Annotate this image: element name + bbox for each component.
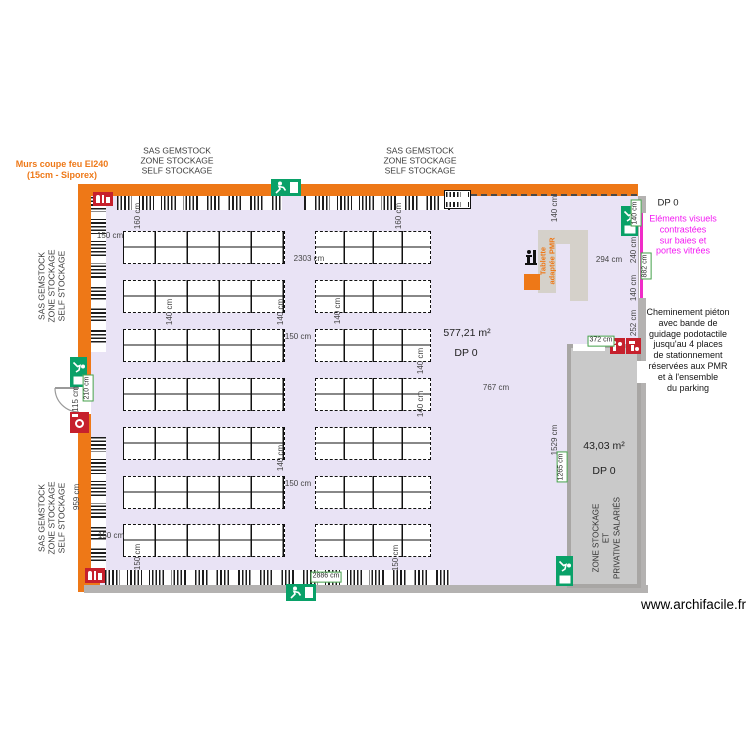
storage-row[interactable]	[315, 378, 431, 411]
pmr-path-note: Cheminement piéton avec bande de guidage…	[646, 306, 730, 393]
double-locker-bottom-strip	[446, 202, 469, 207]
left-wall-lockers-lower[interactable]	[91, 437, 106, 570]
manual-call-point-icon	[626, 338, 641, 354]
right-wall	[638, 196, 646, 593]
pmr-table-square[interactable]	[524, 274, 540, 290]
zone-label-top-right: SAS GEMSTOCK ZONE STOCKAGE SELF STOCKAGE	[383, 145, 457, 177]
staff-area-value: 43,03 m²	[583, 440, 625, 452]
staff-zone-right-slot	[637, 361, 646, 383]
dimension-label: 140 cm	[416, 390, 425, 418]
storage-row[interactable]	[315, 524, 431, 557]
storage-row[interactable]	[315, 329, 431, 362]
pmr-corridor-left-leg[interactable]	[538, 230, 556, 293]
bottom-wall-lockers[interactable]	[105, 570, 450, 585]
storage-row[interactable]	[123, 329, 285, 362]
dimension-badge: 210 cm	[82, 374, 94, 402]
double-locker-box[interactable]	[444, 190, 471, 209]
bottom-shadow	[84, 585, 648, 593]
fire-extinguisher-icon[interactable]	[85, 568, 105, 583]
zone-label-left-lower: SAS GEMSTOCK ZONE STOCKAGE SELF STOCKAGE	[36, 481, 68, 555]
dimension-label: 150 cm	[284, 332, 312, 341]
top-dashed-wall-line	[471, 194, 637, 196]
dimension-badge: 2886 cm	[310, 571, 342, 583]
dimension-label: 140 cm	[276, 444, 285, 472]
dimension-label: 294 cm	[595, 255, 623, 264]
watermark: www.archifacile.fr	[640, 597, 746, 612]
main-dp-label: DP 0	[454, 347, 478, 359]
storage-row[interactable]	[123, 378, 285, 411]
double-locker-top-strip	[446, 192, 469, 197]
exit-sign-icon[interactable]	[286, 584, 316, 601]
dimension-label: 150 cm	[284, 479, 312, 488]
pmr-corridor-right-leg[interactable]	[570, 244, 588, 301]
staff-zone-name: ZONE STOCKAGE ET PRIVATIVE SALARIÉS	[591, 497, 622, 579]
storage-row[interactable]	[123, 231, 285, 264]
dimension-label: 150 cm	[97, 531, 125, 540]
dimension-label: 150 cm	[133, 543, 142, 571]
staff-zone-door-notch	[573, 344, 605, 351]
fire-hose-reel-icon[interactable]	[70, 412, 89, 433]
dimension-label: 2303 cm	[293, 254, 325, 263]
pmr-desk-icon[interactable]	[525, 249, 537, 271]
storage-row[interactable]	[123, 524, 285, 557]
storage-row[interactable]	[123, 427, 285, 460]
pmr-table-label: Tablette adaptée PMR	[538, 237, 557, 285]
contrast-note: Eléments visuels contrastées sur baies e…	[649, 213, 717, 256]
dimension-label: 150 cm	[96, 231, 124, 240]
dimension-label: 140 cm	[629, 274, 638, 302]
storage-row[interactable]	[123, 280, 285, 313]
top-wall	[78, 184, 638, 196]
safety-equipment-icons[interactable]	[610, 338, 641, 354]
main-area-value: 577,21 m²	[443, 327, 491, 339]
dimension-label: 160 cm	[394, 202, 403, 230]
zone-label-top-left: SAS GEMSTOCK ZONE STOCKAGE SELF STOCKAGE	[140, 145, 214, 177]
left-wall-lockers-upper[interactable]	[91, 197, 106, 352]
staff-dp-label: DP 0	[592, 465, 616, 477]
dimension-label: 140 cm	[550, 195, 559, 223]
dimension-label: 140 cm	[276, 298, 285, 326]
top-door-gap	[282, 196, 304, 210]
dimension-label: 140 cm	[165, 298, 174, 326]
exit-sign-icon[interactable]	[556, 556, 573, 586]
fire-extinguisher-icon[interactable]	[93, 192, 113, 206]
dimension-label: 140 cm	[333, 297, 342, 325]
storage-row[interactable]	[315, 427, 431, 460]
dimension-label: 115 cm	[71, 386, 80, 412]
storage-row[interactable]	[123, 476, 285, 509]
dimension-label: 140 cm	[416, 347, 425, 375]
dimension-label: 150 cm	[391, 544, 400, 572]
storage-row[interactable]	[315, 231, 431, 264]
storage-row[interactable]	[315, 476, 431, 509]
storage-row[interactable]	[315, 280, 431, 313]
top-right-dp-label: DP 0	[657, 197, 679, 209]
dimension-label: 767 cm	[482, 383, 510, 392]
dimension-badge: 372 cm	[587, 335, 615, 347]
dimension-label: 959 cm	[72, 483, 81, 511]
fire-wall-note: Murs coupe feu EI240 (15cm - Siporex)	[15, 159, 109, 180]
dimension-label: 160 cm	[133, 202, 142, 230]
zone-label-left-upper: SAS GEMSTOCK ZONE STOCKAGE SELF STOCKAGE	[36, 249, 68, 323]
exit-sign-icon[interactable]	[271, 179, 301, 196]
dimension-badge: 1265 cm	[556, 451, 568, 483]
door-swing-arc[interactable]	[53, 386, 81, 414]
